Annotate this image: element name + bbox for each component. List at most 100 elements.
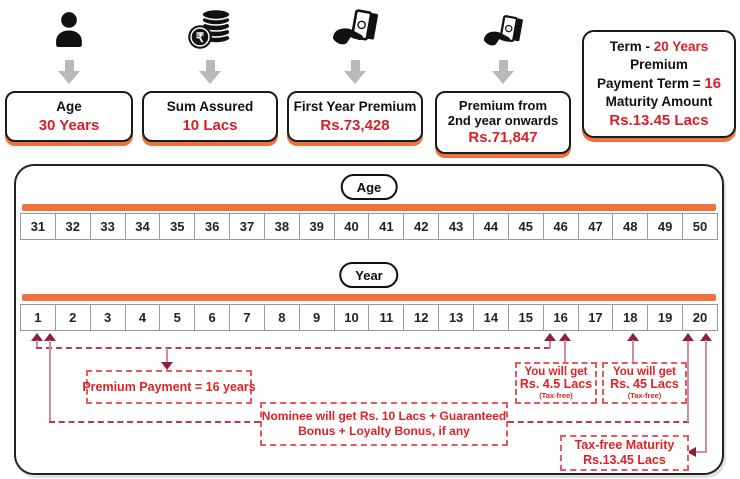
timeline-cell: 43 [438, 213, 474, 240]
timeline-cell: 16 [542, 304, 579, 331]
timeline-cell: 40 [333, 213, 370, 240]
connector-line [166, 348, 168, 363]
up-arrow-year1 [44, 333, 56, 341]
down-arrow-icon [344, 60, 366, 84]
timeline-cell: 36 [194, 213, 231, 240]
connector-line [508, 421, 689, 423]
timeline-cell: 50 [682, 213, 718, 240]
top-card-sum-assured: ₹ Sum Assured 10 Lacs [142, 4, 278, 142]
top-card-age: Age 30 Years [5, 4, 133, 142]
down-arrow-icon [492, 60, 514, 84]
timeline-cell: 2 [54, 304, 91, 331]
timeline-cell: 14 [472, 304, 509, 331]
timeline-cell: 44 [472, 213, 509, 240]
term-value: 20 Years [653, 38, 709, 54]
connector-line [49, 421, 260, 423]
down-arrow-icon [199, 60, 221, 84]
timeline-cell: 12 [403, 304, 440, 331]
payment-term-label: Payment Term = [596, 75, 705, 91]
timeline-cell: 37 [229, 213, 265, 240]
maturity-amount-value: Rs.13.45 Lacs [609, 111, 709, 129]
timeline-cell: 42 [403, 213, 440, 240]
connector-line [49, 340, 51, 422]
nominee-benefit-note: Nominee will get Rs. 10 Lacs + Guarantee… [260, 402, 508, 446]
up-arrow-year20 [700, 333, 712, 341]
card-value: 30 Years [38, 117, 100, 134]
age-pill: Age [340, 174, 398, 200]
card-title: Premium from [458, 98, 548, 113]
card-title: First Year Premium [293, 99, 417, 114]
year18-benefit-note: You will get Rs. 45 Lacs (Tax-free) [602, 362, 687, 404]
summary-premium-label: Premium [630, 57, 688, 73]
card-title: Age [56, 99, 82, 114]
timeline-cell: 48 [612, 213, 649, 240]
top-card-renewal-premium: Premium from 2nd year onwards Rs.71,847 [435, 4, 571, 154]
rupee-coins-icon: ₹ [187, 4, 233, 52]
connector-line [694, 451, 707, 453]
timeline-cell: 6 [194, 304, 231, 331]
connector-line [36, 347, 550, 349]
top-card-first-year-premium: First Year Premium Rs.73,428 [287, 4, 423, 142]
up-arrow-year20 [682, 333, 694, 341]
connector-line [36, 340, 38, 349]
timeline-cell: 3 [89, 304, 126, 331]
connector-line [705, 340, 707, 453]
timeline-cell: 32 [54, 213, 91, 240]
timeline-cell: 41 [368, 213, 405, 240]
card-title-line2: 2nd year onwards [447, 112, 559, 128]
up-arrow-year1 [31, 333, 43, 341]
timeline-cell: 49 [647, 213, 684, 240]
premium-payment-note: Premium Payment = 16 years [82, 370, 256, 404]
timeline-cell: 38 [263, 213, 300, 240]
hand-money-icon [482, 4, 524, 52]
connector-line [687, 340, 689, 422]
timeline-cell: 34 [124, 213, 161, 240]
hand-money-icon [331, 4, 379, 52]
year16-benefit-note: You will get Rs. 4.5 Lacs (Tax-free) [515, 362, 597, 404]
timeline-cell: 9 [298, 304, 335, 331]
age-orange-bar [22, 204, 716, 211]
connector-line [549, 340, 551, 349]
year-pill: Year [339, 262, 399, 288]
plan-summary-card: Term - 20 Years Premium Payment Term = 1… [582, 30, 736, 138]
up-arrow-year16 [559, 333, 571, 341]
person-icon [48, 4, 90, 52]
year-orange-bar [22, 294, 716, 301]
left-arrow-maturity-note [687, 447, 696, 457]
timeline-cell: 33 [89, 213, 126, 240]
up-arrow-year18 [627, 333, 639, 341]
timeline-cell: 31 [20, 213, 56, 240]
timeline-cell: 18 [612, 304, 649, 331]
connector-line [564, 340, 566, 363]
timeline-cell: 17 [577, 304, 614, 331]
down-arrow-icon [58, 60, 80, 84]
timeline-cell: 4 [124, 304, 161, 331]
timeline-cell: 10 [333, 304, 370, 331]
card-value: 10 Lacs [182, 117, 238, 134]
timeline-cell: 8 [263, 304, 300, 331]
timeline-cell: 45 [507, 213, 544, 240]
timeline-cell: 39 [298, 213, 335, 240]
timeline-cell: 7 [229, 304, 265, 331]
timeline-cell: 20 [682, 304, 718, 331]
maturity-amount-label: Maturity Amount [605, 94, 713, 110]
term-label: Term - [609, 38, 650, 54]
card-value: Rs.73,428 [320, 117, 390, 134]
card-title: Sum Assured [166, 99, 254, 114]
timeline-cell: 46 [542, 213, 579, 240]
svg-text:₹: ₹ [196, 30, 205, 45]
down-arrow-premium-note [161, 362, 173, 370]
timeline-cell: 35 [159, 213, 196, 240]
timeline-cell: 5 [159, 304, 196, 331]
up-arrow-year16 [544, 333, 556, 341]
tax-free-maturity-note: Tax-free Maturity Rs.13.45 Lacs [560, 435, 689, 471]
timeline-cell: 11 [368, 304, 405, 331]
timeline-cell: 47 [577, 213, 614, 240]
timeline-cell: 15 [507, 304, 544, 331]
timeline-cell: 13 [438, 304, 474, 331]
payment-term-value: 16 [704, 74, 722, 92]
